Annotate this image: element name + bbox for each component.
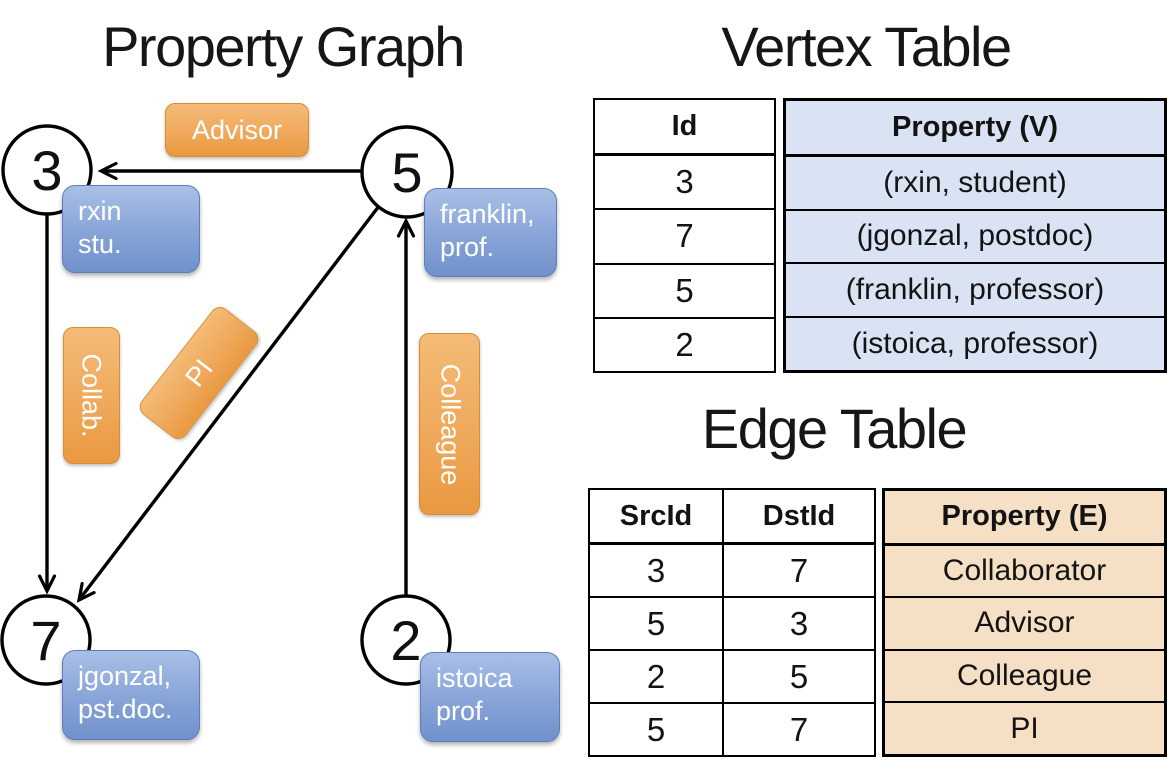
edge-row-srcid: 5: [646, 710, 666, 748]
edge-label-colleague: Colleague: [419, 333, 480, 515]
edge-pi-5-to-7: [79, 204, 381, 600]
edge-table-property-column: Property (E) Collaborator Advisor Collea…: [882, 488, 1167, 757]
vertex-table-property-column: Property (V) (rxin, student) (jgonzal, p…: [783, 98, 1167, 373]
edge-col-header-property: Property (E): [941, 500, 1108, 533]
vertex-label-7: 7: [30, 609, 62, 672]
edge-label-collab: Collab.: [63, 327, 120, 464]
vertex-label-3: 3: [31, 139, 63, 202]
property-graph-title: Property Graph: [102, 15, 465, 78]
vertex-table-title: Vertex Table: [721, 15, 1012, 78]
edge-row-dstid: 3: [722, 598, 874, 649]
vertex-prop-3-line2: stu.: [78, 229, 122, 260]
property-graph-pane: Property Graph 3 5 7 2 Advisor: [0, 0, 580, 760]
edge-col-header-dstid: DstId: [722, 490, 874, 542]
vertex-label-2: 2: [390, 609, 422, 672]
edge-table: SrcId DstId 3 7 5 3 2 5 5 7 Property (E)…: [588, 488, 1167, 757]
vertex-col-header-property: Property (V): [892, 110, 1058, 143]
edge-label-advisor-text: Advisor: [191, 114, 283, 145]
vertex-prop-3-line1: rxin: [78, 196, 122, 226]
edge-row-property: Collaborator: [942, 553, 1107, 587]
edge-table-id-columns: SrcId DstId 3 7 5 3 2 5 5 7: [588, 488, 876, 757]
edge-label-pi-text: PI: [178, 353, 219, 392]
edge-row-property: Advisor: [974, 606, 1075, 640]
edge-row-srcid: 5: [646, 604, 666, 642]
vertex-table: Id 3 7 5 2 Property (V) (rxin, student) …: [593, 98, 1167, 373]
vertex-row-id: 2: [675, 325, 694, 363]
vertex-row-property: (istoica, professor): [851, 327, 1099, 361]
vertex-row-property: (franklin, professor): [845, 273, 1105, 307]
edge-row-dstid: 7: [722, 704, 874, 755]
vertex-prop-2-line1: istoica: [436, 663, 513, 693]
vertex-row-property: (rxin, student): [883, 165, 1067, 199]
vertex-row-id: 5: [675, 271, 694, 309]
vertex-prop-box-3: rxin stu.: [62, 185, 200, 273]
vertex-row-id: 7: [675, 217, 694, 255]
edge-table-title: Edge Table: [701, 397, 968, 460]
vertex-label-5: 5: [391, 141, 423, 204]
edge-row-srcid: 3: [646, 551, 666, 589]
edge-row-property: Colleague: [956, 659, 1093, 693]
vertex-prop-box-7: jgonzal, pst.doc.: [62, 650, 200, 740]
edge-row-dstid: 7: [722, 545, 874, 596]
edge-label-colleague-text: Colleague: [435, 363, 465, 485]
edge-label-collab-text: Collab.: [77, 353, 108, 438]
vertex-col-header-id: Id: [671, 110, 698, 143]
vertex-row-id: 3: [675, 163, 694, 201]
vertex-row-property: (jgonzal, postdoc): [856, 219, 1094, 253]
vertex-prop-5-line1: franklin,: [440, 199, 535, 229]
edge-col-header-srcid: SrcId: [619, 499, 693, 532]
vertex-prop-7-line2: pst.doc.: [78, 694, 173, 725]
vertex-prop-2-line2: prof.: [436, 696, 491, 727]
edge-row-srcid: 2: [646, 657, 666, 695]
vertex-prop-7-line1: jgonzal,: [78, 661, 172, 691]
vertex-table-id-column: Id 3 7 5 2: [593, 98, 776, 373]
edge-row-dstid: 5: [722, 651, 874, 702]
vertex-prop-box-2: istoica prof.: [420, 652, 560, 742]
edge-row-property: PI: [1010, 711, 1039, 745]
vertex-prop-5-line2: prof.: [440, 232, 495, 263]
vertex-prop-box-5: franklin, prof.: [424, 188, 557, 277]
edge-label-advisor: Advisor: [165, 103, 309, 157]
